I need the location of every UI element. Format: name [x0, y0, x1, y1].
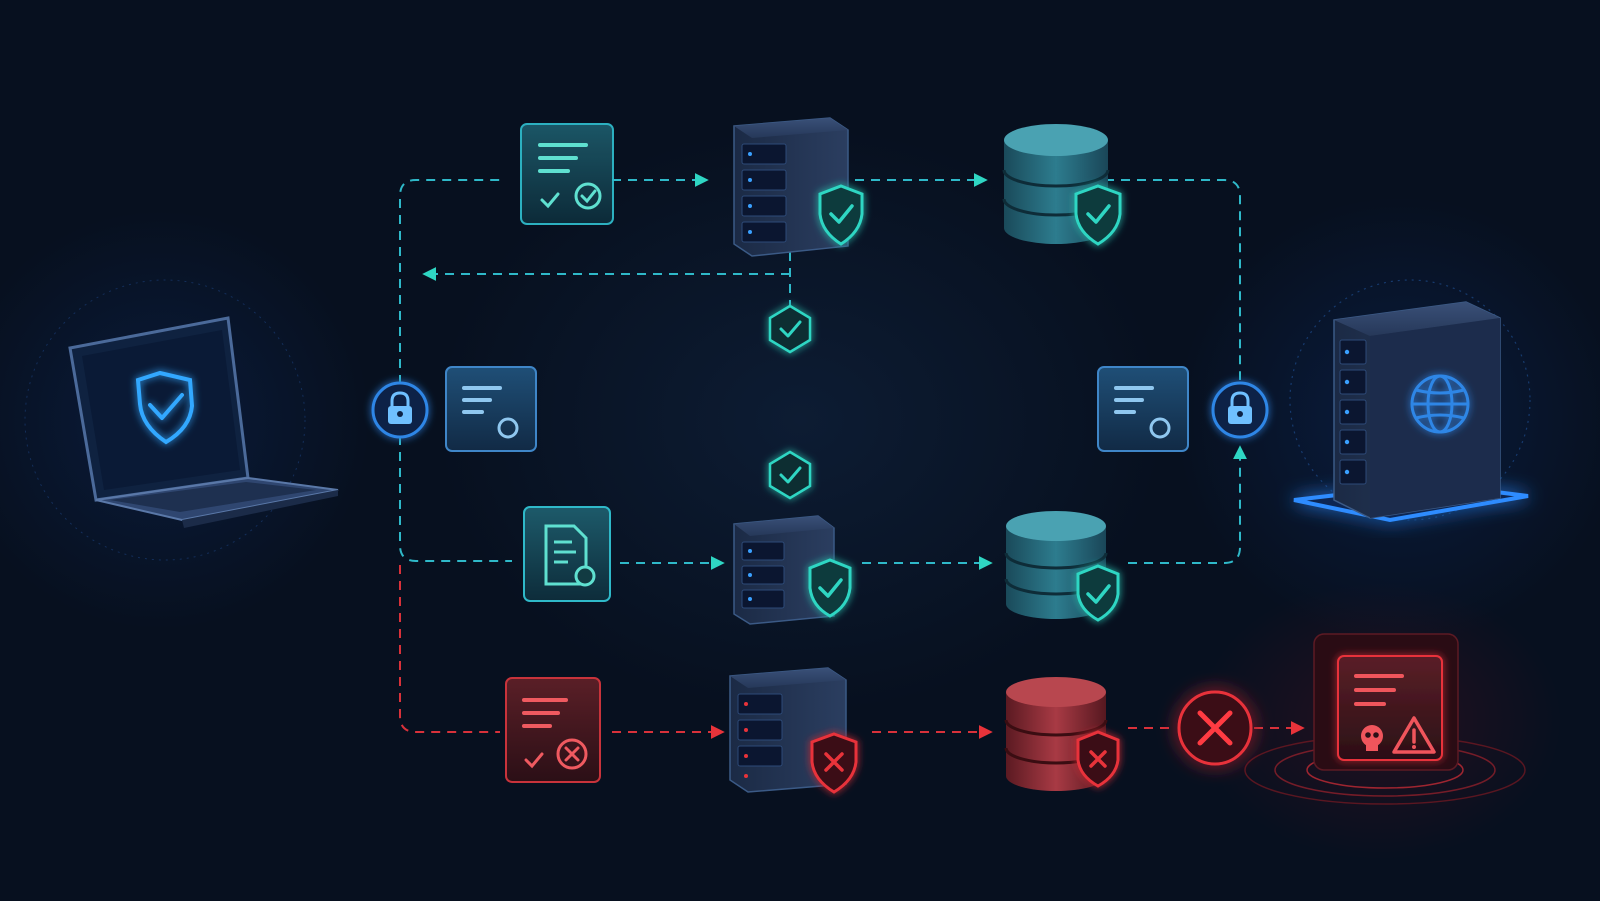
certificate-invalid-icon: [522, 698, 588, 770]
lock-left[interactable]: [371, 381, 429, 439]
bottom-server[interactable]: [729, 667, 858, 794]
database-shield-check-icon: [1074, 184, 1122, 246]
bottom-certificate[interactable]: [505, 677, 601, 783]
certificate-check-icon: [538, 143, 602, 210]
top-server[interactable]: [733, 117, 864, 257]
destination-server[interactable]: [1289, 279, 1531, 523]
client-aura-ring: [24, 279, 306, 561]
lock-right[interactable]: [1211, 381, 1269, 439]
skull-icon: [1361, 725, 1383, 751]
bottom-path-connector: [399, 565, 500, 733]
top-database[interactable]: [1002, 124, 1122, 246]
server-aura-ring: [1289, 279, 1531, 521]
warning-triangle-icon: [1392, 716, 1436, 754]
top-db-to-lock-connector: [1105, 179, 1241, 380]
client-laptop: [24, 279, 339, 561]
shield-check-icon: [779, 466, 802, 484]
certificate-icon: [1114, 386, 1171, 439]
verification-badge-top: [768, 304, 812, 354]
blocked-connection: [1177, 690, 1253, 766]
server-globe-icon: [1410, 374, 1470, 434]
database-shield-check-icon: [1076, 564, 1120, 622]
server-shield-x-icon: [810, 732, 858, 794]
server-shield-check-icon: [808, 558, 852, 618]
middle-certificate[interactable]: [523, 506, 611, 602]
server-rack-slots: [737, 693, 783, 767]
lock-icon: [388, 391, 412, 424]
certificate-icon: [462, 386, 519, 439]
database-shield-x-icon: [1076, 730, 1120, 788]
connectors: [248, 173, 1328, 739]
verification-badge-bottom: [768, 450, 812, 500]
server-shield-check-icon: [818, 184, 864, 246]
document-certificate-icon: [544, 524, 596, 587]
top-path-connector: [399, 179, 500, 400]
top-certificate[interactable]: [520, 123, 614, 225]
middle-path-connector: [399, 420, 512, 562]
bottom-database[interactable]: [1004, 677, 1120, 791]
lock-icon: [1228, 391, 1252, 424]
malicious-document-warning-icon: [1354, 674, 1436, 754]
server-rack-slots: [741, 541, 785, 609]
middle-database[interactable]: [1004, 511, 1120, 622]
server-rack-slots: [741, 143, 787, 243]
middle-db-to-lock-connector: [1128, 445, 1247, 564]
cert-main-left[interactable]: [445, 366, 537, 452]
malicious-endpoint[interactable]: [1244, 633, 1526, 805]
middle-server[interactable]: [733, 515, 852, 625]
x-circle-icon: [1197, 710, 1233, 746]
shield-check-icon: [779, 320, 802, 338]
laptop-shield-icon: [68, 316, 339, 528]
server-rack-slots: [1339, 339, 1367, 485]
cert-main-right[interactable]: [1097, 366, 1189, 452]
